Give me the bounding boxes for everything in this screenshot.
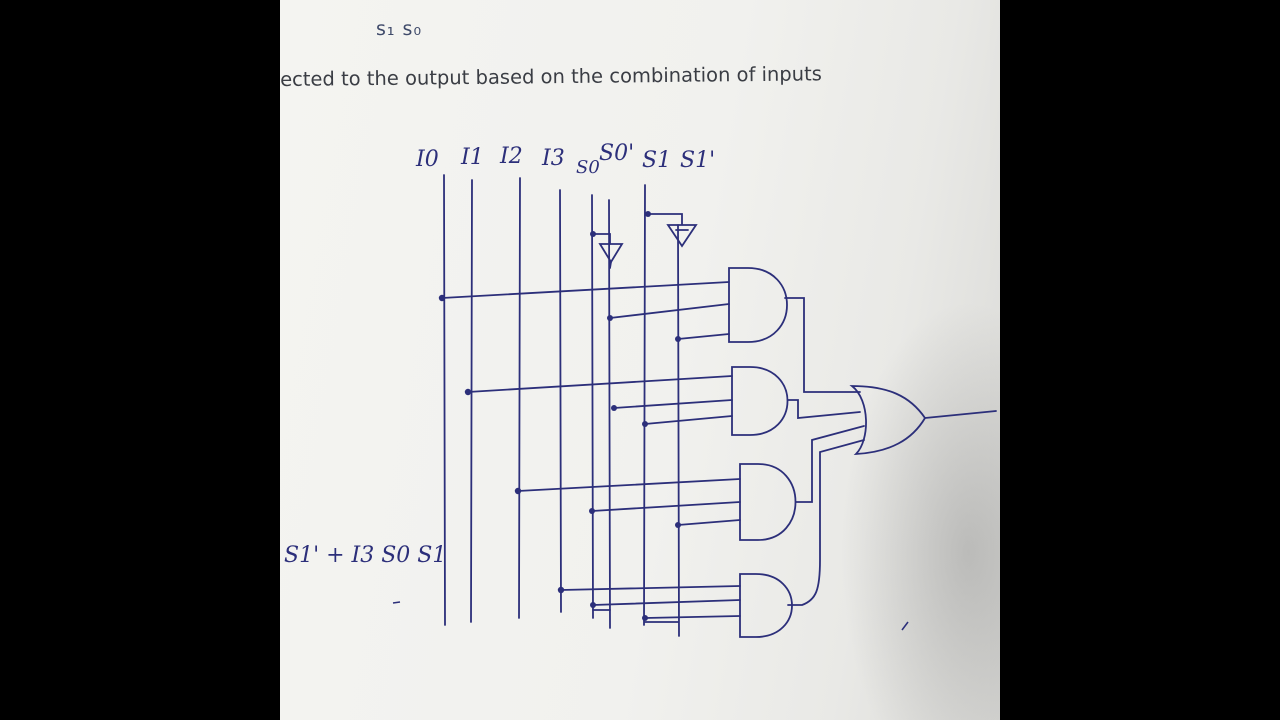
line-s0-bar [608, 199, 611, 629]
label-s0-bar: S0' [599, 141, 634, 166]
line-i1 [470, 179, 473, 623]
paper-sheet: s₁ s₀ ected to the output based on the c… [280, 0, 1000, 720]
and-gate-1 [728, 267, 788, 343]
margin-expression: S1' + I3 S0 S1 [284, 543, 446, 568]
label-i2: I2 [499, 144, 523, 169]
and-gate-4 [739, 573, 793, 638]
junction-dots [438, 211, 681, 621]
select-labels-printed: s₁ s₀ [376, 18, 423, 40]
line-s0 [591, 194, 594, 619]
and-gate-3 [739, 463, 797, 541]
inverter-s1 [666, 224, 698, 248]
label-s1-bar: S1' [680, 148, 715, 173]
label-s1: S1 [642, 148, 671, 173]
mux-circuit-diagram: I0 I1 I2 I3 S0 S0' S1 S1' S1' + I3 S0 S1 [284, 141, 997, 638]
hand-shadow [840, 300, 1000, 720]
and-gate-2 [731, 366, 789, 436]
inverter-s0-tap [593, 233, 611, 245]
or-gate [849, 385, 927, 456]
label-i1: I1 [460, 145, 484, 170]
label-i3: I3 [541, 146, 565, 171]
line-s1-bar [677, 224, 680, 637]
label-s0: S0 [576, 157, 600, 178]
inverter-s1-tap [647, 213, 683, 225]
line-i3 [559, 189, 562, 613]
label-i0: I0 [415, 147, 439, 172]
line-s1 [643, 184, 646, 626]
line-i2 [518, 177, 521, 619]
output-line [924, 410, 997, 419]
inverter-s0 [598, 243, 624, 264]
line-i0 [443, 174, 446, 626]
